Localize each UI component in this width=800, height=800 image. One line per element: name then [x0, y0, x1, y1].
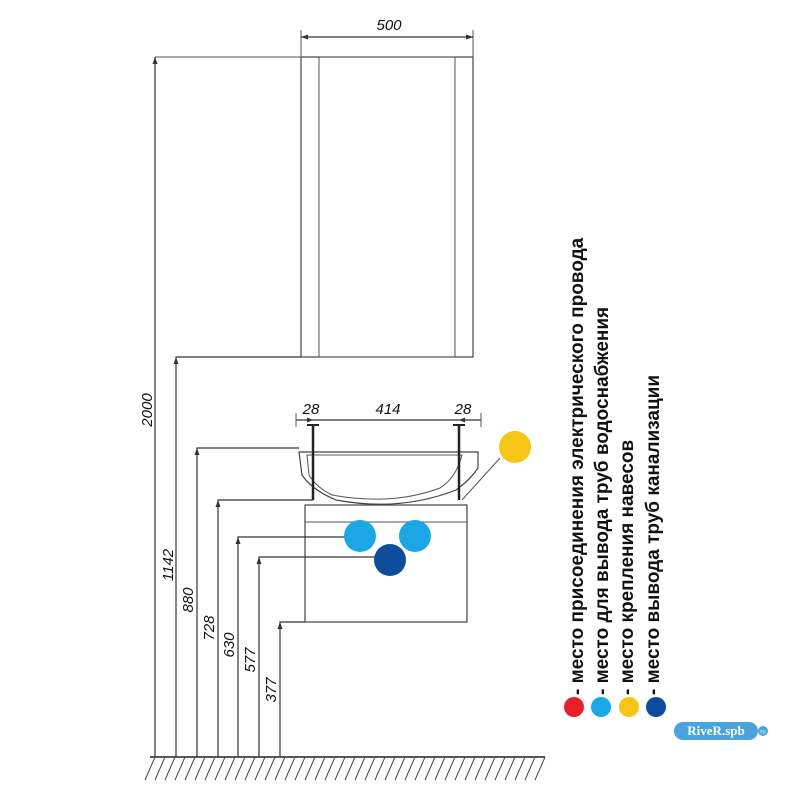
- basin-width-dimensions: 28 414 28: [295, 401, 482, 427]
- sewer-pipe-marker: [374, 544, 406, 576]
- legend-item-water: - место для вывода труб водоснабжения: [592, 307, 613, 695]
- water-pipe-marker-right: [399, 520, 431, 552]
- dim-2000-label: 2000: [139, 393, 156, 428]
- legend-dot-sewer: [646, 697, 666, 717]
- legend-item-hangers: - место крепления навесов: [617, 440, 638, 695]
- markers: [344, 431, 531, 576]
- watermark-text: RiveR.spb: [687, 723, 744, 738]
- dim-630-label: 630: [221, 632, 238, 658]
- dim-500-label: 500: [376, 17, 402, 34]
- legend-item-sewer: - место вывода труб канализации: [643, 375, 664, 695]
- dim-28-right-label: 28: [454, 401, 472, 418]
- legend-item-electric: - место присоединения электрического про…: [567, 237, 588, 695]
- legend: - место присоединения электрического про…: [564, 237, 666, 717]
- dim-577-label: 577: [242, 647, 259, 673]
- dim-880-label: 880: [180, 587, 197, 613]
- height-dimensions: 2000 1142 880 728 630 577 377: [139, 56, 378, 757]
- dim-1142-label: 1142: [160, 548, 177, 581]
- legend-dot-electric: [564, 697, 584, 717]
- legend-dot-water: [591, 697, 611, 717]
- watermark: RiveR.spb ru: [674, 722, 768, 740]
- floor: [144, 756, 546, 781]
- watermark-badge: ru: [760, 730, 765, 736]
- hanger-marker: [499, 431, 531, 463]
- width-dimension-500: 500: [300, 17, 474, 57]
- dim-414-label: 414: [375, 401, 400, 418]
- legend-dot-hangers: [619, 697, 639, 717]
- dim-728-label: 728: [201, 615, 218, 641]
- vanity-unit: [298, 424, 479, 623]
- dim-377-label: 377: [263, 677, 280, 703]
- water-pipe-marker-left: [344, 520, 376, 552]
- dim-28-left-label: 28: [302, 401, 320, 418]
- upper-cabinet: [300, 56, 474, 358]
